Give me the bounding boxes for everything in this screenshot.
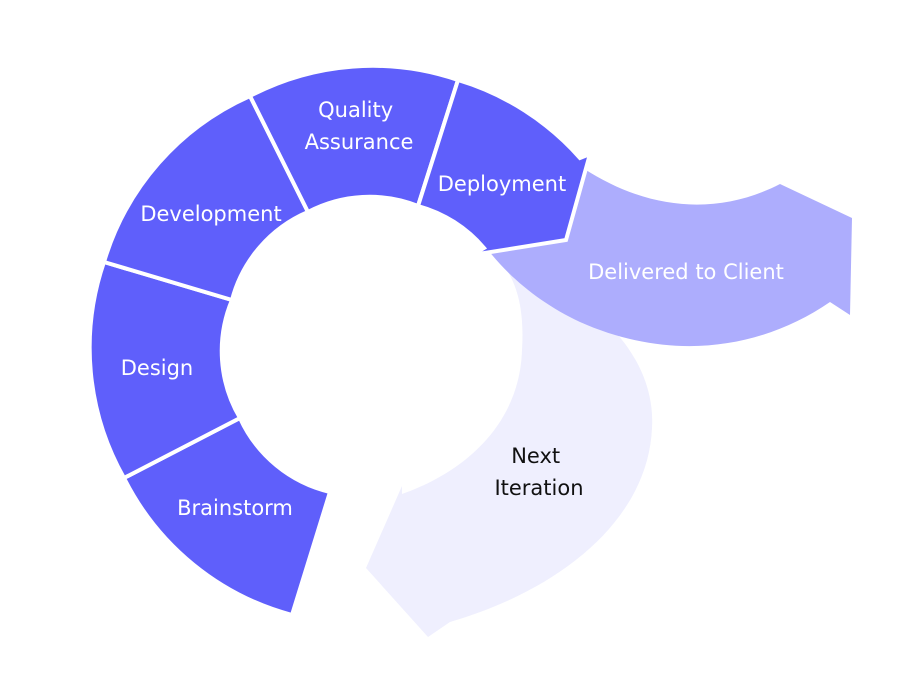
label-development: Development: [140, 202, 281, 226]
segment-deployment: [415, 77, 594, 257]
cycle-ring: [87, 63, 594, 618]
label-delivered-to-client: Delivered to Client: [588, 260, 784, 284]
next-iteration-arrow: [366, 272, 653, 637]
label-next-iteration: Next Iteration: [494, 444, 583, 500]
label-deployment: Deployment: [438, 172, 566, 196]
delivered-to-client-arrow: [488, 168, 852, 347]
label-quality-assurance: Quality Assurance: [305, 98, 414, 154]
label-brainstorm: Brainstorm: [177, 496, 293, 520]
label-design: Design: [121, 356, 194, 380]
